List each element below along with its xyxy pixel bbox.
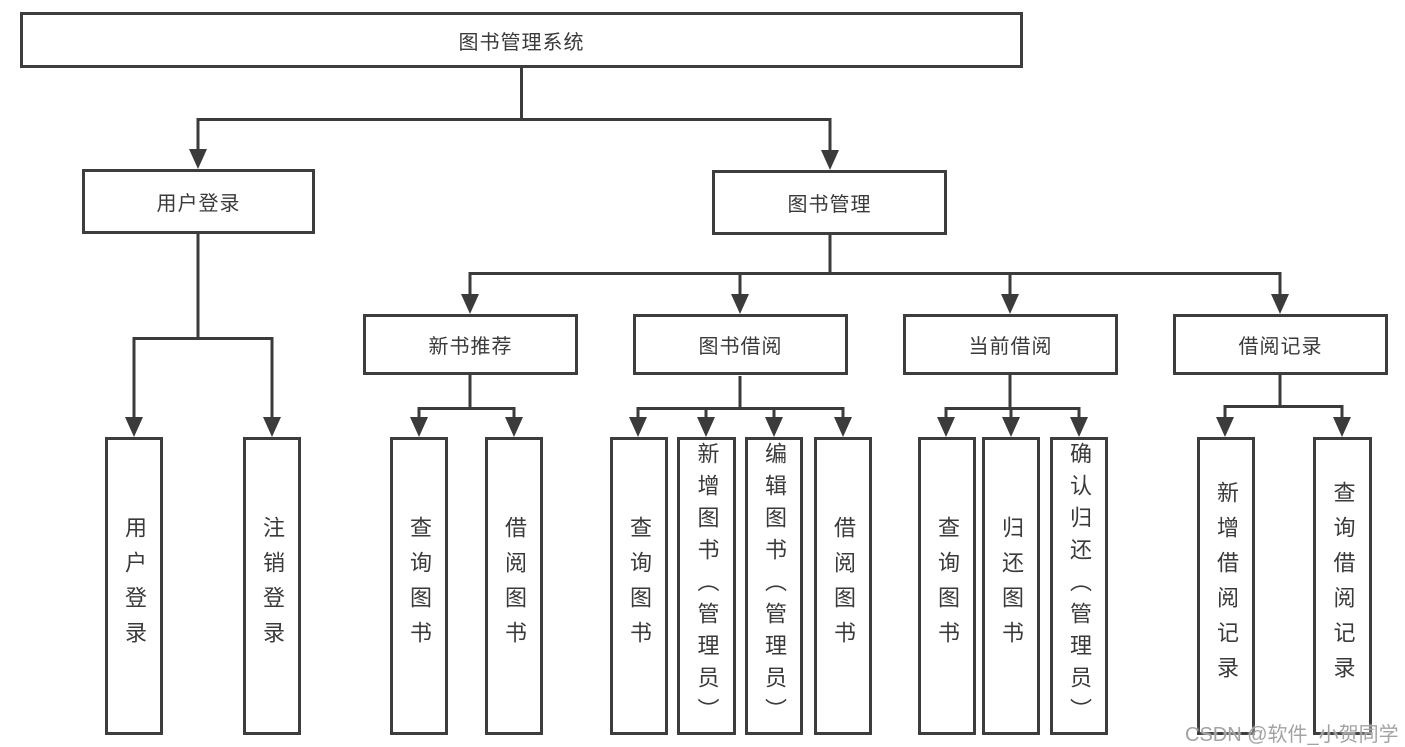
node-current-borrow: 当前借阅 [903,314,1118,375]
leaf-borrow-books-recommend: 借阅图书 [485,437,543,735]
node-borrow-records: 借阅记录 [1173,314,1388,375]
node-root-label: 图书管理系统 [458,31,585,54]
leaf-borrow-books-label: 借阅图书 [831,516,856,656]
leaf-add-book-admin: 新增图书（管理员） [677,437,736,735]
leaf-query-books-current-label: 查询图书 [935,516,960,656]
node-borrow-records-label: 借阅记录 [1238,336,1323,358]
node-root: 图书管理系统 [20,12,1023,68]
leaf-add-book-admin-label: 新增图书（管理员） [694,442,720,730]
node-new-book-recommend-label: 新书推荐 [428,336,513,358]
node-book-management-label: 图书管理 [787,194,872,216]
leaf-query-borrow-record: 查询借阅记录 [1313,437,1372,735]
leaf-add-borrow-record-label: 新增借阅记录 [1214,481,1239,691]
leaf-return-book-label: 归还图书 [999,516,1024,656]
leaf-user-login-label: 用户登录 [122,516,147,656]
leaf-query-books-borrow-label: 查询图书 [627,516,652,656]
leaf-logout: 注销登录 [243,437,301,735]
node-book-borrow: 图书借阅 [633,314,848,375]
node-user-login: 用户登录 [82,169,315,234]
node-book-borrow-label: 图书借阅 [698,336,783,358]
leaf-edit-book-admin-label: 编辑图书（管理员） [762,442,787,730]
leaf-return-book: 归还图书 [982,437,1040,735]
node-book-management: 图书管理 [712,170,947,235]
leaf-borrow-books: 借阅图书 [814,437,872,735]
node-user-login-label: 用户登录 [156,193,241,215]
leaf-add-borrow-record: 新增借阅记录 [1197,437,1255,735]
node-new-book-recommend: 新书推荐 [363,314,578,375]
watermark: CSDN @软件_小贺同学 [1185,724,1399,746]
leaf-query-books-borrow: 查询图书 [610,437,668,735]
node-current-borrow-label: 当前借阅 [968,336,1053,358]
leaf-query-borrow-record-label: 查询借阅记录 [1330,481,1356,691]
leaf-confirm-return-admin: 确认归还（管理员） [1050,437,1108,735]
leaf-query-books-recommend-label: 查询图书 [407,516,432,656]
leaf-confirm-return-admin-label: 确认归还（管理员） [1067,442,1092,730]
leaf-borrow-books-recommend-label: 借阅图书 [502,516,527,656]
leaf-user-login: 用户登录 [105,437,163,735]
leaf-edit-book-admin: 编辑图书（管理员） [745,437,803,735]
leaf-logout-label: 注销登录 [260,516,285,656]
leaf-query-books-recommend: 查询图书 [390,437,448,735]
leaf-query-books-current: 查询图书 [918,437,976,735]
